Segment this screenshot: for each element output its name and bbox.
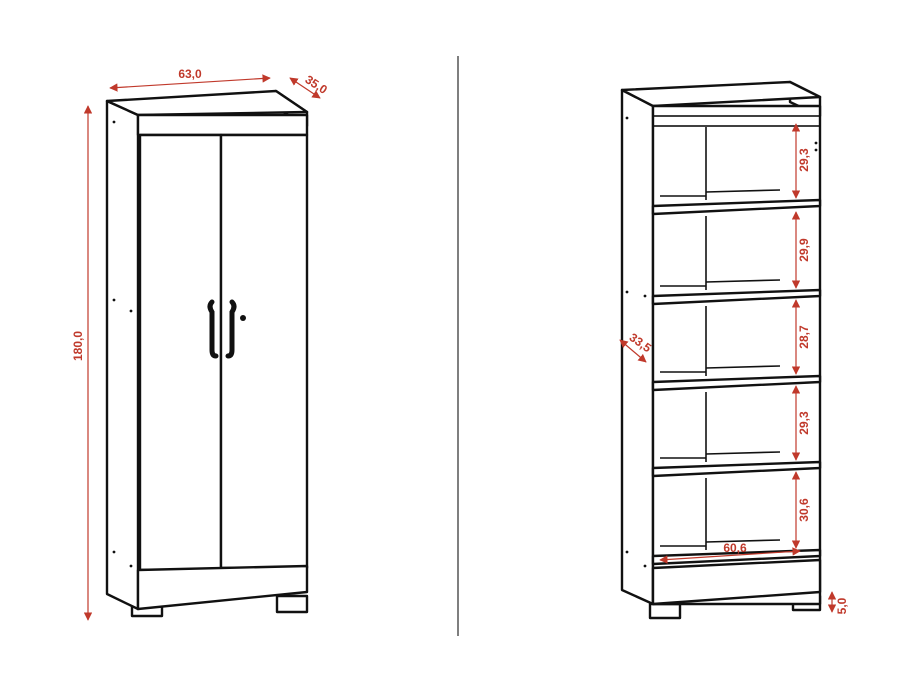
- shelf-2: [651, 288, 822, 306]
- inner-width-line: [659, 547, 801, 564]
- cabinet-leg-right: [275, 594, 309, 614]
- shelf-3: [651, 374, 822, 392]
- cabinet-top-panel: [105, 89, 309, 117]
- open-depth-line: [619, 339, 647, 363]
- cabinet-side-panel: [105, 99, 140, 611]
- right-door-handle: [225, 299, 237, 359]
- inner-width-label: 60,6: [723, 541, 747, 555]
- shelf-gap-3-label: 28,7: [797, 325, 811, 349]
- depth-dimension-line: [289, 77, 321, 99]
- open-cabinet-drawing: [620, 80, 822, 620]
- cabinet-top-rail: [136, 113, 309, 137]
- closed-cabinet-drawing: [105, 89, 309, 618]
- shelf-1: [651, 198, 822, 216]
- depth-label: 35,0: [303, 72, 330, 97]
- left-door: [138, 133, 223, 572]
- width-label: 63,0: [178, 67, 202, 81]
- shelf-4: [651, 460, 822, 478]
- open-cabinet-top-panel: [620, 80, 822, 108]
- shelf-gap-4-label: 29,3: [797, 411, 811, 435]
- height-label: 180,0: [71, 331, 85, 361]
- base-height-label: 5,0: [835, 597, 849, 614]
- width-dimension-line: [109, 74, 271, 92]
- shelf-gap-5-label: 30,6: [797, 498, 811, 522]
- cabinet-base: [136, 564, 309, 611]
- shelf-gap-2-label: 29,9: [797, 238, 811, 262]
- shelf-gap-1-label: 29,3: [797, 148, 811, 172]
- door-lock: [240, 315, 246, 321]
- open-cabinet-back-frame: [651, 104, 822, 606]
- left-door-handle: [207, 299, 219, 359]
- open-cabinet-leg-left: [648, 602, 682, 620]
- right-door: [219, 133, 309, 570]
